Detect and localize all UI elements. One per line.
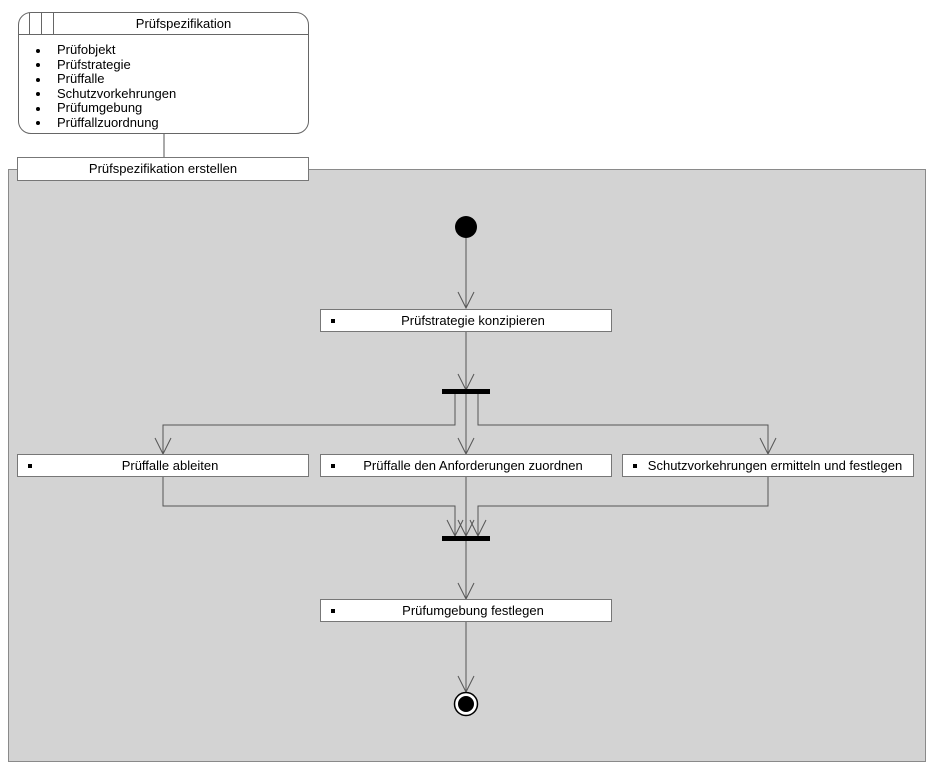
action-label: Prüfstrategie konzipieren xyxy=(401,313,545,328)
attribute-item: Prüfumgebung xyxy=(33,101,176,116)
action-label: Prüffalle den Anforderungen zuordnen xyxy=(363,458,583,473)
action-pruefstrategie-konzipieren[interactable]: Prüfstrategie konzipieren xyxy=(320,309,612,332)
action-marker-icon xyxy=(331,609,335,613)
control-flow xyxy=(162,394,456,454)
action-label: Prüffalle ableiten xyxy=(121,458,219,473)
data-object-attribute-list: Prüfobjekt Prüfstrategie Prüffalle Schut… xyxy=(33,42,176,131)
fork-bar xyxy=(442,389,490,394)
control-flow xyxy=(162,477,456,536)
control-flow xyxy=(477,477,769,536)
header-divider xyxy=(29,13,30,35)
action-schutzvorkehrungen-festlegen[interactable]: Schutzvorkehrungen ermitteln und festleg… xyxy=(622,454,914,477)
join-bar xyxy=(442,536,490,541)
action-marker-icon xyxy=(28,464,32,468)
data-object-title: Prüfspezifikation xyxy=(135,16,232,31)
header-divider xyxy=(41,13,42,35)
data-object-header: Prüfspezifikation xyxy=(19,13,308,35)
activity-title: Prüfspezifikation erstellen xyxy=(17,157,309,181)
attribute-item: Prüffallzuordnung xyxy=(33,115,176,131)
final-node-inner xyxy=(458,696,474,712)
action-marker-icon xyxy=(633,464,637,468)
action-label: Schutzvorkehrungen ermitteln und festleg… xyxy=(647,458,903,473)
action-prueffalle-ableiten[interactable]: Prüffalle ableiten xyxy=(17,454,309,477)
action-label: Prüfumgebung festlegen xyxy=(402,603,544,618)
arrowhead xyxy=(457,291,475,310)
action-prueffalle-zuordnen[interactable]: Prüffalle den Anforderungen zuordnen xyxy=(320,454,612,477)
attribute-item: Prüffalle xyxy=(33,72,176,87)
action-pruefumgebung-festlegen[interactable]: Prüfumgebung festlegen xyxy=(320,599,612,622)
control-flow xyxy=(477,394,769,454)
data-object-pruefspezifikation: Prüfspezifikation Prüfobjekt Prüfstrateg… xyxy=(18,12,309,134)
action-marker-icon xyxy=(331,464,335,468)
header-divider xyxy=(53,13,54,35)
attribute-item: Prüfobjekt xyxy=(33,42,176,58)
action-marker-icon xyxy=(331,319,335,323)
attribute-item: Schutzvorkehrungen xyxy=(33,86,176,102)
initial-node xyxy=(455,216,477,238)
attribute-item: Prüfstrategie xyxy=(33,57,176,73)
